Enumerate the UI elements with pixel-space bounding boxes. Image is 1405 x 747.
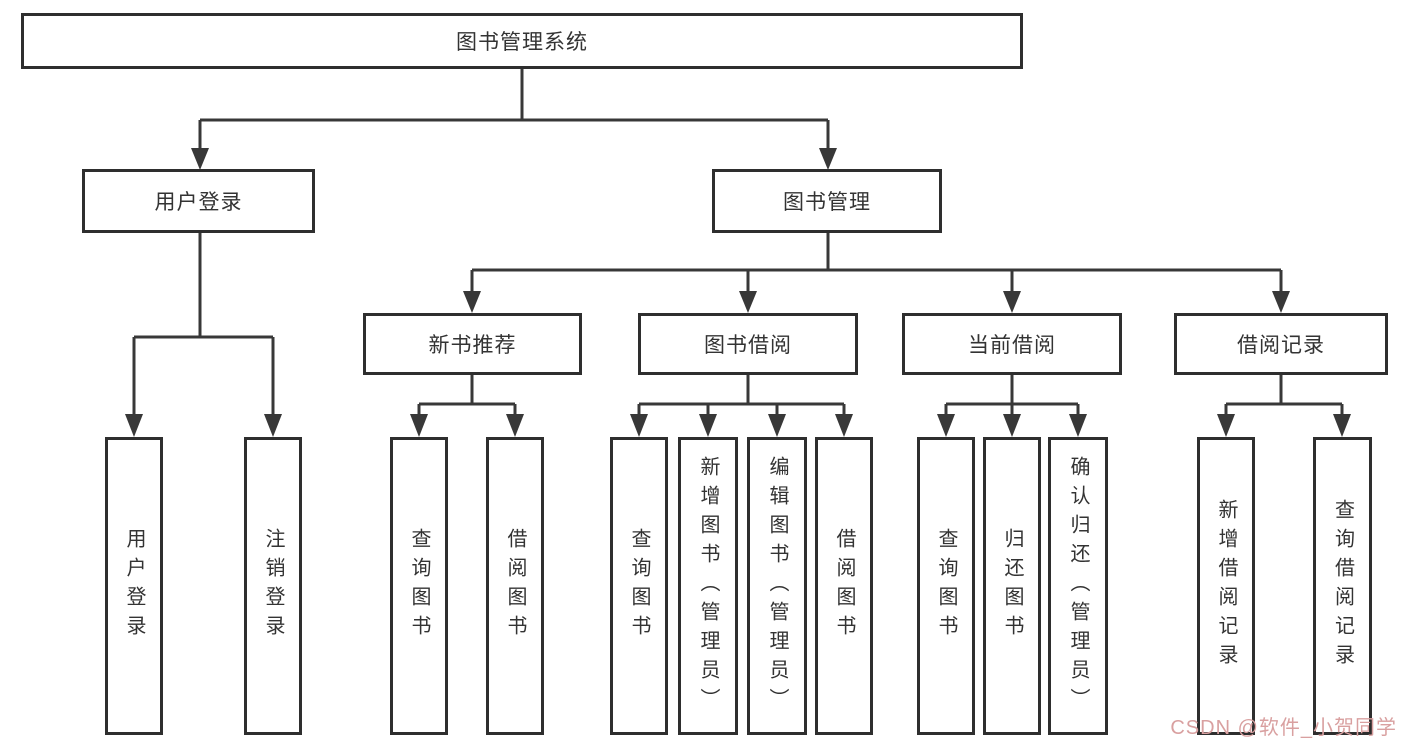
leaf-query-books-3-label: 查询图书 (935, 528, 957, 644)
arrowhead (819, 148, 837, 170)
leaf-add-books-admin-label: 新增图书（管理员） (697, 455, 719, 717)
leaf-query-books-1: 查询图书 (390, 437, 448, 735)
leaf-query-books-3: 查询图书 (917, 437, 975, 735)
node-borrowing-records: 借阅记录 (1174, 313, 1388, 375)
leaf-query-books-2-label: 查询图书 (628, 528, 650, 644)
arrowhead (630, 414, 648, 437)
book-management-split-line (470, 233, 1283, 292)
leaf-add-books-admin: 新增图书（管理员） (678, 437, 738, 735)
arrowhead (1003, 414, 1021, 437)
leaf-logout: 注销登录 (244, 437, 302, 735)
arrowhead (264, 414, 282, 437)
leaf-logout-label: 注销登录 (262, 528, 284, 644)
leaf-return-books: 归还图书 (983, 437, 1041, 735)
leaf-query-books-1-label: 查询图书 (408, 528, 430, 644)
leaf-user-login-label: 用户登录 (123, 528, 145, 644)
leaf-borrow-books-1-label: 借阅图书 (504, 528, 526, 644)
arrowhead (1069, 414, 1087, 437)
user-login-split-line (132, 233, 275, 416)
leaf-query-borrow-record: 查询借阅记录 (1313, 437, 1372, 735)
arrowhead (191, 148, 209, 170)
arrowhead (506, 414, 524, 437)
arrowhead (835, 414, 853, 437)
node-book-management: 图书管理 (712, 169, 942, 233)
leaf-add-borrow-record: 新增借阅记录 (1197, 437, 1255, 735)
node-library-system: 图书管理系统 (21, 13, 1023, 69)
arrowhead (410, 414, 428, 437)
node-user-login: 用户登录 (82, 169, 315, 233)
arrowhead (1333, 414, 1351, 437)
root-split-line (198, 69, 830, 150)
node-current-borrowing: 当前借阅 (902, 313, 1122, 375)
leaf-confirm-return-admin: 确认归还（管理员） (1048, 437, 1108, 735)
arrowhead (739, 291, 757, 313)
leaf-add-borrow-record-label: 新增借阅记录 (1215, 499, 1237, 673)
arrowhead (699, 414, 717, 437)
leaf-edit-books-admin: 编辑图书（管理员） (747, 437, 807, 735)
current-borrowing-split-line (944, 375, 1080, 416)
leaf-query-borrow-record-label: 查询借阅记录 (1331, 499, 1354, 673)
leaf-borrow-books-1: 借阅图书 (486, 437, 544, 735)
csdn-watermark: CSDN @软件_小贺同学 (1170, 717, 1397, 739)
leaf-borrow-books-2-label: 借阅图书 (833, 528, 855, 644)
arrowhead (463, 291, 481, 313)
arrowhead (125, 414, 143, 437)
node-book-borrowing: 图书借阅 (638, 313, 858, 375)
arrowhead (1272, 291, 1290, 313)
leaf-user-login: 用户登录 (105, 437, 163, 735)
book-borrowing-split-line (637, 375, 846, 416)
borrow-records-split-line (1224, 375, 1344, 416)
leaf-borrow-books-2: 借阅图书 (815, 437, 873, 735)
leaf-return-books-label: 归还图书 (1001, 528, 1023, 644)
arrowhead (1217, 414, 1235, 437)
leaf-confirm-return-admin-label: 确认归还（管理员） (1067, 455, 1089, 717)
arrowhead (768, 414, 786, 437)
leaf-query-books-2: 查询图书 (610, 437, 668, 735)
arrowhead (937, 414, 955, 437)
leaf-edit-books-admin-label: 编辑图书（管理员） (766, 455, 788, 717)
new-books-split-line (417, 375, 517, 416)
arrowhead (1003, 291, 1021, 313)
node-new-book-recommend: 新书推荐 (363, 313, 582, 375)
